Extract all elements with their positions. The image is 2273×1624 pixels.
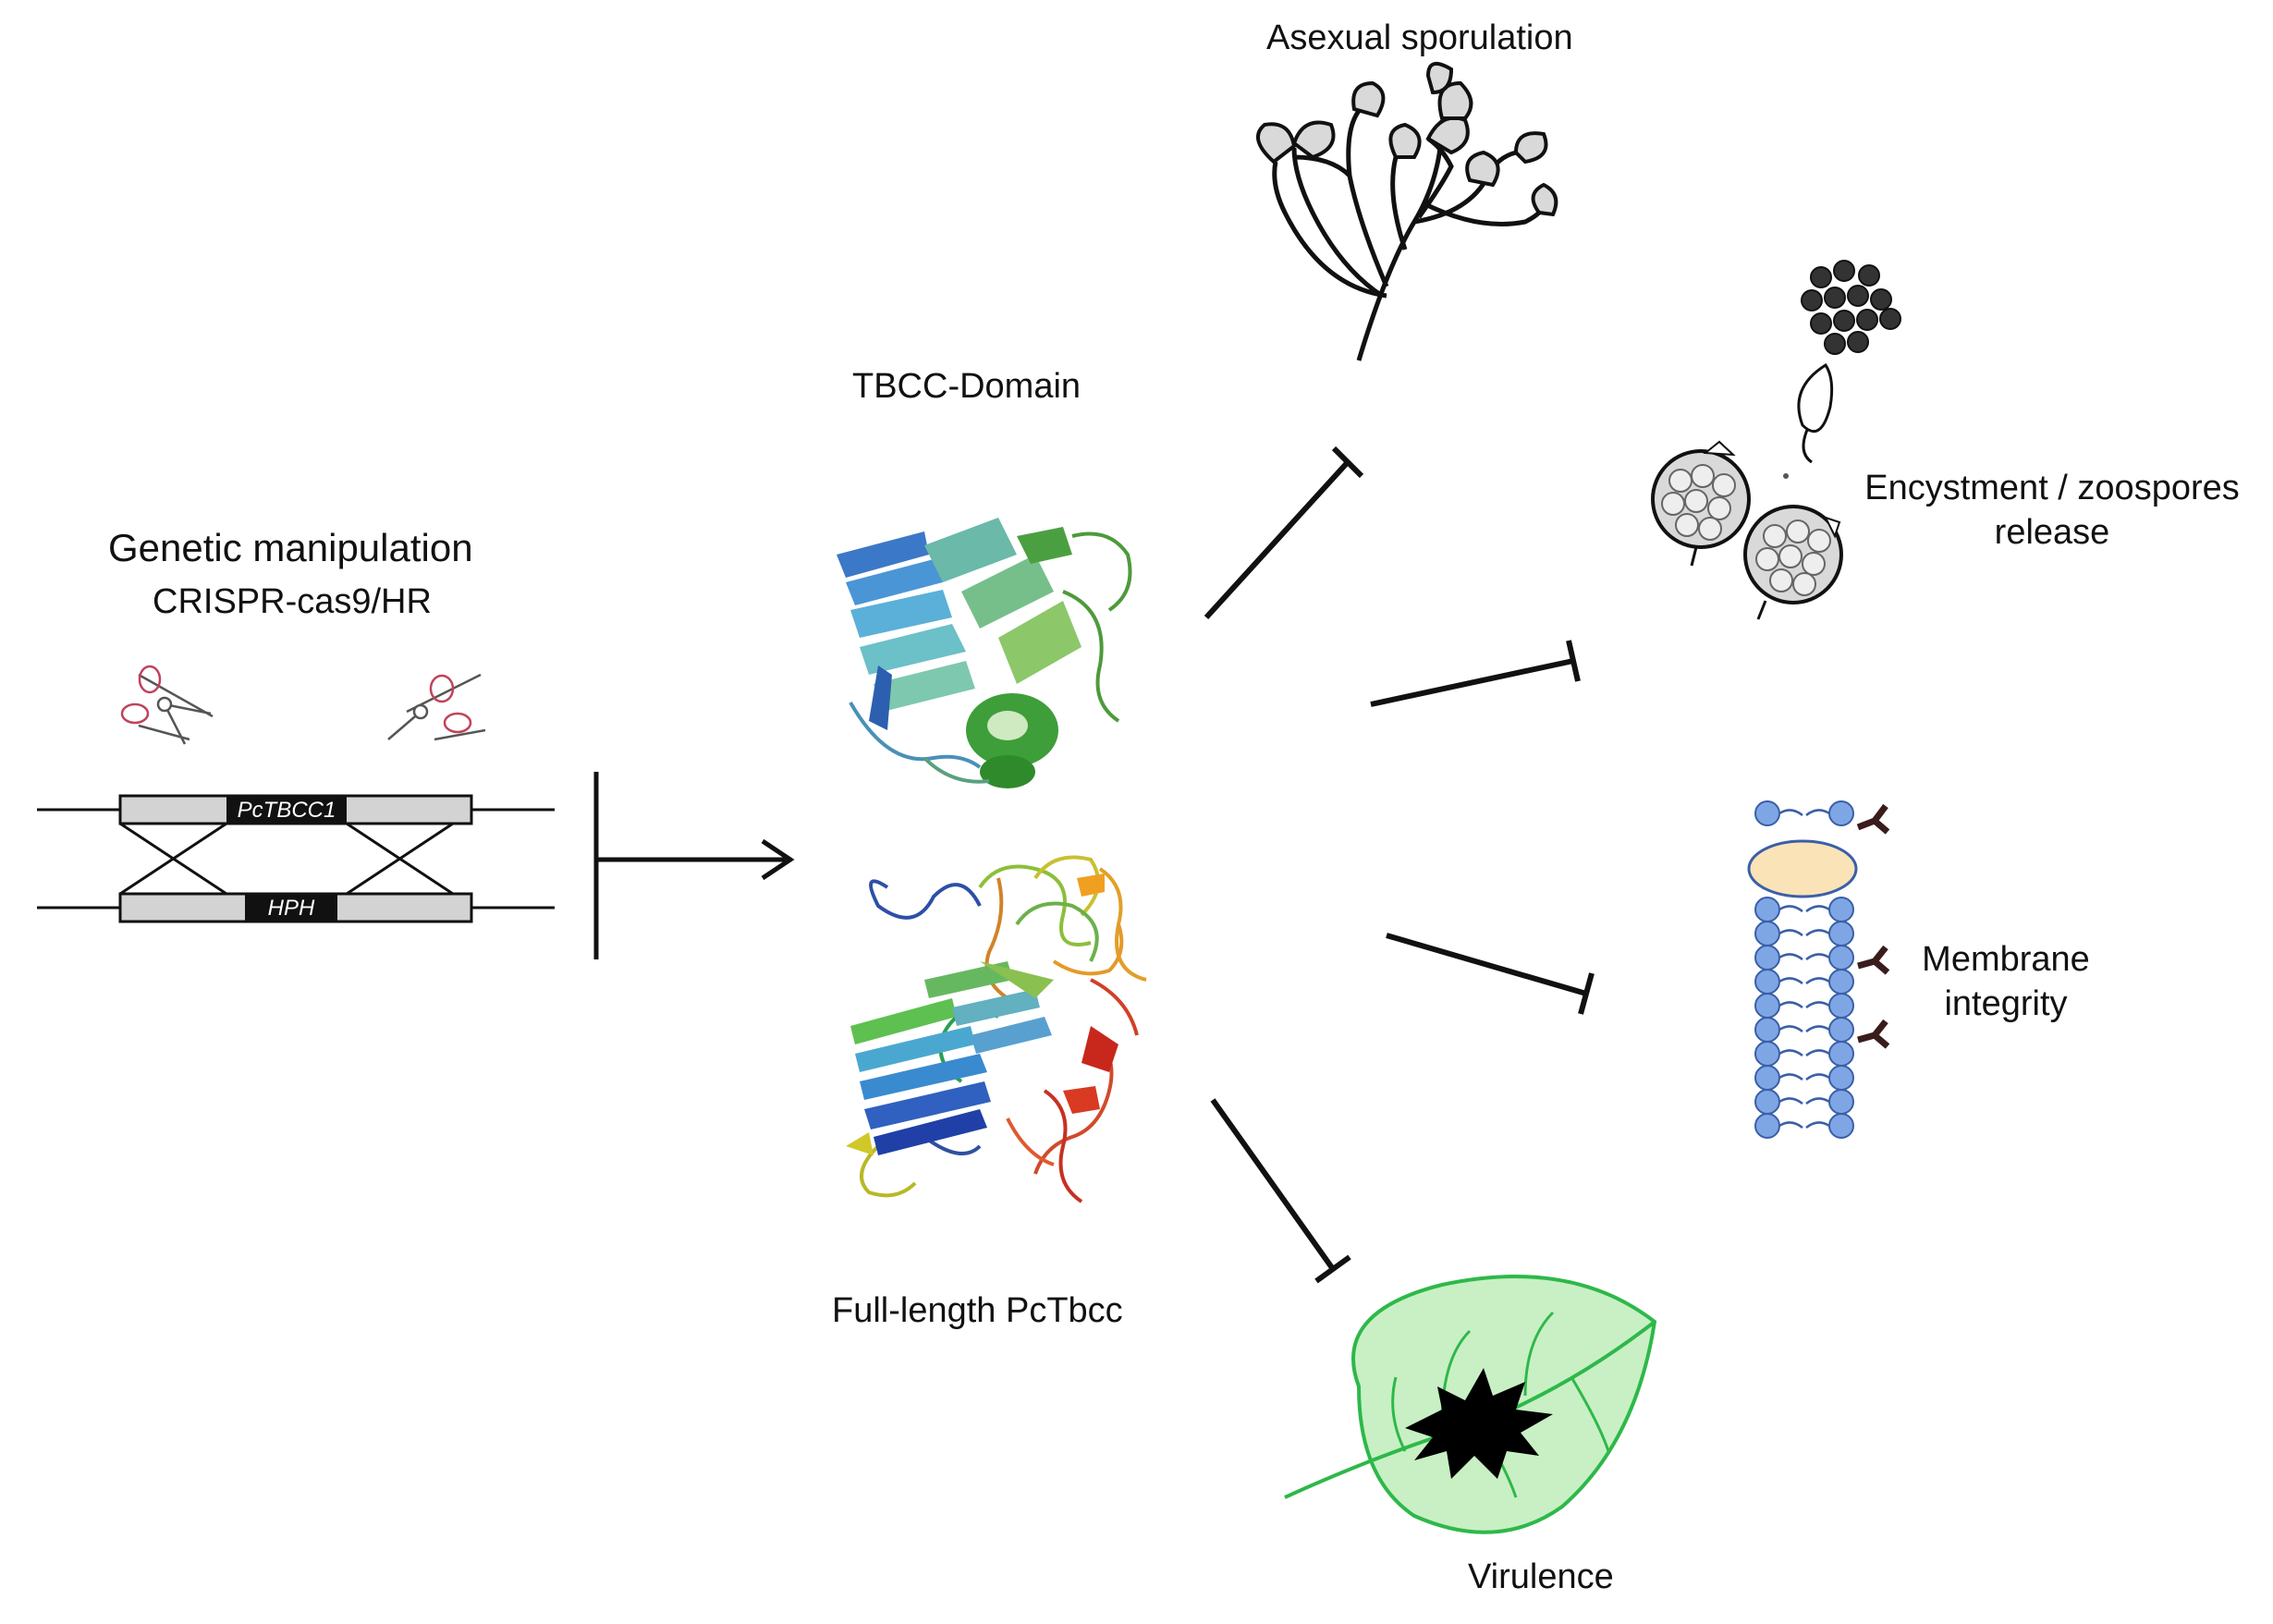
lipid-tail [1778, 1097, 1803, 1105]
protein-structure-icon [837, 518, 1132, 788]
sporangium-cluster [1255, 61, 1558, 217]
inhibition-arrow [1204, 446, 1364, 620]
gene-pctbcc1-label: PcTBCC1 [238, 798, 336, 823]
lipid-head [1828, 993, 1854, 1019]
lipid-head [1754, 1113, 1780, 1139]
membrane-line2: integrity [1944, 983, 2068, 1023]
lipid-head [1828, 1113, 1854, 1139]
lipid-tail [1805, 1097, 1830, 1105]
encystment-line2: release [1994, 512, 2110, 552]
lipid-tail [1805, 953, 1830, 960]
lipid-tail [1778, 1025, 1803, 1032]
inhibition-arrow [1210, 1098, 1351, 1284]
lipid-tail [1778, 953, 1803, 960]
lipid-head [1828, 800, 1854, 826]
protein-beta-sheets [846, 873, 1118, 1155]
sporangium-cyst [1651, 440, 1751, 567]
membrane-integrity-label: Membrane integrity [1895, 938, 2117, 1026]
tbcc-domain-label: TBCC-Domain [852, 367, 1082, 406]
receptor-icon [1856, 803, 1890, 1049]
encystment-label: Encystment / zoospores release [1849, 467, 2255, 555]
lipid-tail [1805, 1073, 1830, 1081]
lipid-head [1754, 1041, 1780, 1067]
lipid-head [1754, 800, 1780, 826]
lipid-head [1754, 1089, 1780, 1115]
lipid-head [1828, 1041, 1854, 1067]
lipid-tail [1805, 905, 1830, 912]
inhibition-arrow [1370, 640, 1581, 707]
leaf-lesion-icon [1284, 1275, 1657, 1534]
lipid-head [1754, 969, 1780, 995]
membrane-line1: Membrane [1922, 940, 2090, 979]
lipid-tail [1778, 929, 1803, 936]
lipid-head [1754, 1017, 1780, 1043]
lipid-tail [1805, 977, 1830, 984]
lipid-tail [1778, 1073, 1803, 1081]
lipid-head [1754, 897, 1780, 922]
inhibition-arrow [593, 772, 795, 959]
lipid-tail [1778, 905, 1803, 912]
lipid-tail [1805, 1121, 1830, 1129]
cell-membrane-icon [1747, 800, 1890, 1139]
sporangium-cyst [1743, 505, 1843, 620]
inhibition-arrow [1386, 933, 1595, 1015]
lipid-tail [1778, 977, 1803, 984]
lipid-head [1828, 1017, 1854, 1043]
scissors-icon [120, 665, 214, 745]
lipid-head [1828, 921, 1854, 946]
lipid-tail [1805, 1025, 1830, 1032]
lipid-tail [1805, 929, 1830, 936]
genetic-manipulation-label: Genetic manipulation [108, 526, 473, 569]
lipid-head [1754, 921, 1780, 946]
lipid-tail [1778, 1049, 1803, 1056]
virulence-label: Virulence [1468, 1557, 1614, 1596]
lipid-tail [1778, 1001, 1803, 1008]
crispr-label: CRISPR-cas9/HR [153, 582, 432, 621]
lipid-head [1828, 945, 1854, 971]
lipid-head [1828, 1089, 1854, 1115]
scissors-icon [387, 673, 486, 741]
lipid-tail [1778, 1121, 1803, 1129]
asexual-sporulation-label: Asexual sporulation [1266, 18, 1573, 57]
encystment-line1: Encystment / zoospores [1864, 469, 2240, 507]
lipid-tail [1805, 809, 1830, 816]
lipid-tail [1805, 1001, 1830, 1008]
lipid-tail [1805, 1049, 1830, 1056]
lipid-head [1828, 897, 1854, 922]
lipid-head [1828, 969, 1854, 995]
full-length-label: Full-length PcTbcc [832, 1291, 1123, 1330]
crispr-construct: PcTBCC1 HPH [37, 665, 555, 923]
zoospore-icon [1651, 260, 1901, 620]
lipid-head [1754, 993, 1780, 1019]
lipid-head [1828, 1065, 1854, 1091]
lipid-head [1754, 1065, 1780, 1091]
gene-hph-label: HPH [268, 896, 315, 921]
lipid-tail [1778, 809, 1803, 816]
lipid-head [1754, 945, 1780, 971]
lesion-icon [1405, 1368, 1553, 1479]
